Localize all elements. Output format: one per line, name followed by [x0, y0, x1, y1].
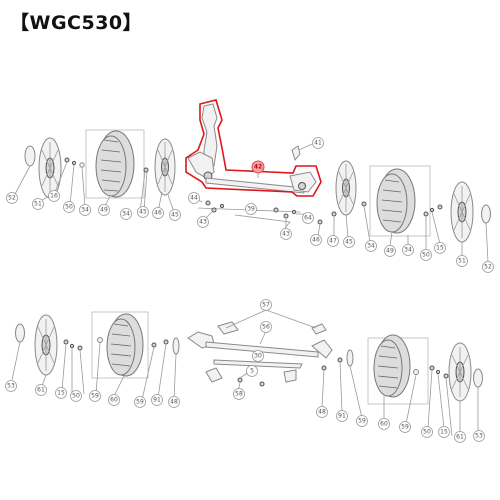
- lower-labels: 57 56 30 5 58 53 61 15 50 59 60 59 91 48…: [5, 299, 485, 443]
- label-34-a: 34: [81, 207, 89, 214]
- label-46-a: 46: [154, 210, 162, 217]
- label-15-b: 15: [57, 390, 65, 397]
- label-60-b: 60: [380, 421, 388, 428]
- label-51-a: 51: [34, 201, 42, 208]
- label-59-b: 59: [136, 399, 144, 406]
- label-39: 39: [247, 206, 255, 213]
- diagram-title: 【WGC530】: [10, 12, 143, 34]
- wheel-box-3: [91, 311, 149, 379]
- wheel-box-2: [369, 165, 431, 237]
- label-61-a: 61: [37, 387, 45, 394]
- label-45-a: 45: [139, 209, 147, 216]
- label-16: 16: [50, 193, 58, 200]
- label-53-b: 53: [475, 433, 483, 440]
- label-30: 30: [254, 353, 262, 360]
- lower-middle-frame: [187, 309, 333, 392]
- hub-cap-part-2: [481, 204, 491, 224]
- label-50-d: 50: [423, 429, 431, 436]
- label-34-d: 34: [404, 247, 412, 254]
- highlight-label-42: 42: [254, 164, 262, 171]
- label-41: 41: [314, 140, 322, 147]
- label-58: 58: [235, 391, 243, 398]
- label-50-a: 50: [65, 204, 73, 211]
- label-56: 56: [262, 324, 270, 331]
- highlight-bubble: [251, 160, 265, 174]
- label-43-a: 43: [199, 219, 207, 226]
- label-34-c: 34: [367, 243, 375, 250]
- label-15-c: 15: [440, 429, 448, 436]
- axle-highlight-outline: [185, 99, 322, 197]
- label-15-a: 15: [436, 245, 444, 252]
- label-52-a: 52: [8, 195, 16, 202]
- label-45-c: 45: [345, 239, 353, 246]
- label-49-b: 49: [386, 248, 394, 255]
- label-43-b: 43: [282, 231, 290, 238]
- label-53-a: 53: [7, 383, 15, 390]
- lower-right-group: [321, 334, 483, 437]
- rear-axle-assembly: 41 42: [185, 99, 324, 197]
- hub-cap-part-3: [15, 323, 25, 343]
- wheel-box: [85, 129, 145, 199]
- hub-cap-part: [24, 145, 36, 167]
- upper-left-group: [13, 129, 176, 213]
- label-64: 64: [304, 215, 312, 222]
- label-52-b: 52: [484, 264, 492, 271]
- label-45-b: 45: [171, 212, 179, 219]
- label-91-b: 91: [338, 413, 346, 420]
- label-59-c: 59: [358, 418, 366, 425]
- hub-cap-part-4: [473, 368, 483, 388]
- label-57: 57: [262, 302, 270, 309]
- label-60-a: 60: [110, 397, 118, 404]
- label-59-a: 59: [91, 393, 99, 400]
- lower-left-group: [11, 311, 180, 401]
- label-46-b: 46: [312, 237, 320, 244]
- label-49-a: 49: [100, 207, 108, 214]
- label-51-b: 51: [458, 258, 466, 265]
- label-47: 47: [329, 238, 337, 245]
- label-91-a: 91: [153, 397, 161, 404]
- label-59-d: 59: [401, 424, 409, 431]
- label-34-b: 34: [122, 211, 130, 218]
- label-48-a: 48: [170, 399, 178, 406]
- label-50-c: 50: [72, 393, 80, 400]
- label-44: 44: [190, 195, 198, 202]
- label-5: 5: [250, 368, 254, 375]
- upper-labels: 52 51 16 50 34 49 34 45 46 45 44 43 39 4…: [6, 190, 494, 273]
- label-61-b: 61: [456, 434, 464, 441]
- upper-right-group: [317, 160, 491, 263]
- label-48-b: 48: [318, 409, 326, 416]
- label-50-b: 50: [422, 252, 430, 259]
